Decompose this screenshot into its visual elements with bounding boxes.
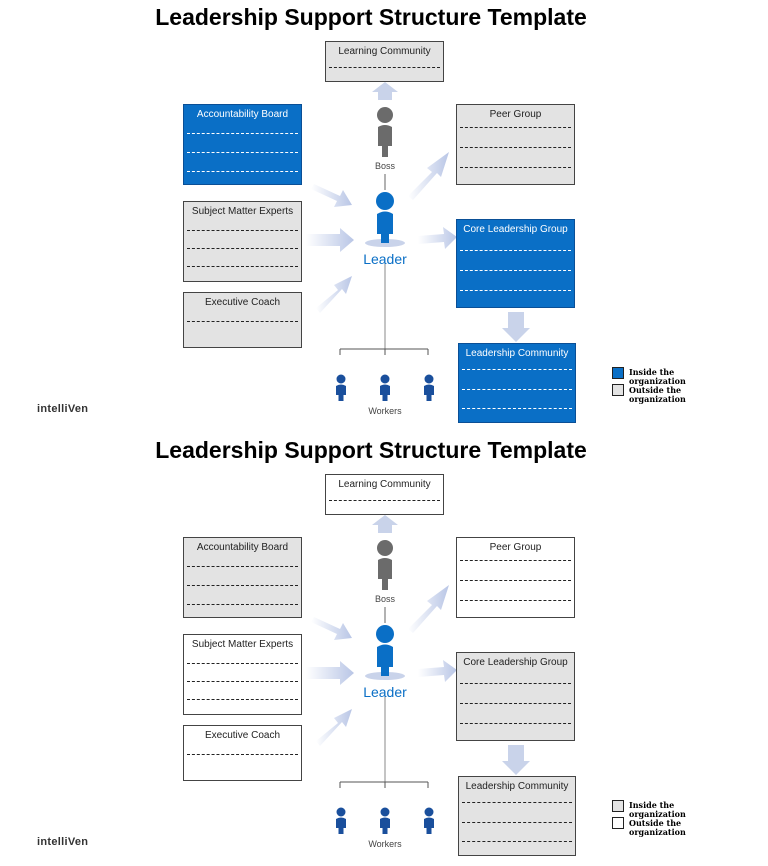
arrow-to-peer-group — [408, 152, 449, 200]
arrow-to-learning-community — [372, 82, 398, 100]
connector-arrows — [306, 82, 530, 355]
executive-coach-label: Executive Coach — [204, 730, 281, 741]
arrow-to-peer-group — [408, 585, 449, 633]
peer-group-label: Peer Group — [489, 109, 542, 120]
arrow-from-accountability-board — [311, 184, 352, 207]
core-leadership-group-label: Core Leadership Group — [463, 224, 568, 235]
executive-coach-box: Executive Coach — [183, 725, 302, 781]
peer-group-box: Peer Group — [456, 104, 575, 185]
brand-logo: intelliVen — [37, 836, 89, 848]
leadership-community-label: Leadership Community — [465, 348, 569, 359]
workers-label: Workers — [368, 406, 402, 416]
arrow-from-subject-matter-experts — [306, 228, 354, 252]
leadership-community-label: Leadership Community — [465, 781, 569, 792]
worker-icon — [380, 807, 390, 834]
worker-icon — [424, 374, 434, 401]
arrow-from-accountability-board — [311, 617, 352, 640]
core-leadership-group-box: Core Leadership Group — [456, 219, 575, 308]
brand-logo: intelliVen — [37, 403, 89, 415]
worker-icon — [424, 807, 434, 834]
arrow-from-executive-coach — [316, 709, 352, 746]
boss-label: Boss — [374, 161, 395, 171]
worker-icon — [336, 374, 346, 401]
learning-community-box: Learning Community — [325, 41, 444, 82]
legend-swatch-inside — [612, 800, 624, 812]
subject-matter-experts-box: Subject Matter Experts — [183, 201, 302, 282]
leadership-community-box: Leadership Community — [458, 776, 576, 856]
arrow-from-executive-coach — [316, 276, 352, 313]
leader-person-icon — [365, 625, 405, 680]
subject-matter-experts-box: Subject Matter Experts — [183, 634, 302, 715]
arrow-to-learning-community — [372, 515, 398, 533]
leadership-community-box: Leadership Community — [458, 343, 576, 423]
boss-label: Boss — [374, 594, 395, 604]
subject-matter-experts-label: Subject Matter Experts — [191, 639, 294, 650]
boss-person-icon — [377, 540, 393, 590]
core-leadership-group-label: Core Leadership Group — [463, 657, 568, 668]
worker-icon — [336, 807, 346, 834]
learning-community-label: Learning Community — [338, 46, 431, 57]
leader-label: Leader — [363, 251, 407, 267]
legend-swatch-outside — [612, 817, 624, 829]
accountability-board-label: Accountability Board — [196, 542, 289, 553]
accountability-board-box: Accountability Board — [183, 104, 302, 185]
legend-swatch-outside — [612, 384, 624, 396]
legend-text-inside: Inside the organization — [629, 367, 686, 386]
diagram-title: Leadership Support Structure Template — [155, 437, 587, 463]
diagram-title: Leadership Support Structure Template — [155, 4, 587, 30]
accountability-board-label: Accountability Board — [196, 109, 289, 120]
learning-community-label: Learning Community — [338, 479, 431, 490]
worker-icon — [380, 374, 390, 401]
peer-group-label: Peer Group — [489, 542, 542, 553]
accountability-board-box: Accountability Board — [183, 537, 302, 618]
workers-label: Workers — [368, 839, 402, 849]
executive-coach-label: Executive Coach — [204, 297, 281, 308]
core-leadership-group-box: Core Leadership Group — [456, 652, 575, 741]
executive-coach-box: Executive Coach — [183, 292, 302, 348]
diagram-panel-bottom: Leadership Support Structure Template Le… — [0, 433, 768, 866]
arrow-to-core-leadership-group — [418, 227, 457, 249]
leader-person-icon — [365, 192, 405, 247]
subject-matter-experts-label: Subject Matter Experts — [191, 206, 294, 217]
learning-community-box: Learning Community — [325, 474, 444, 515]
arrow-to-leadership-community — [502, 312, 530, 342]
leader-label: Leader — [363, 684, 407, 700]
arrow-to-core-leadership-group — [418, 660, 457, 682]
boss-person-icon — [377, 107, 393, 157]
arrow-from-subject-matter-experts — [306, 661, 354, 685]
arrow-to-leadership-community — [502, 745, 530, 775]
legend-text-outside: Outside the organization — [629, 818, 686, 837]
peer-group-box: Peer Group — [456, 537, 575, 618]
legend-swatch-inside — [612, 367, 624, 379]
connector-arrows — [306, 515, 530, 788]
diagram-panel-top: Leadership Support Structure Template Le… — [37, 4, 686, 423]
legend-text-outside: Outside the organization — [629, 385, 686, 404]
legend-text-inside: Inside the organization — [629, 800, 686, 819]
